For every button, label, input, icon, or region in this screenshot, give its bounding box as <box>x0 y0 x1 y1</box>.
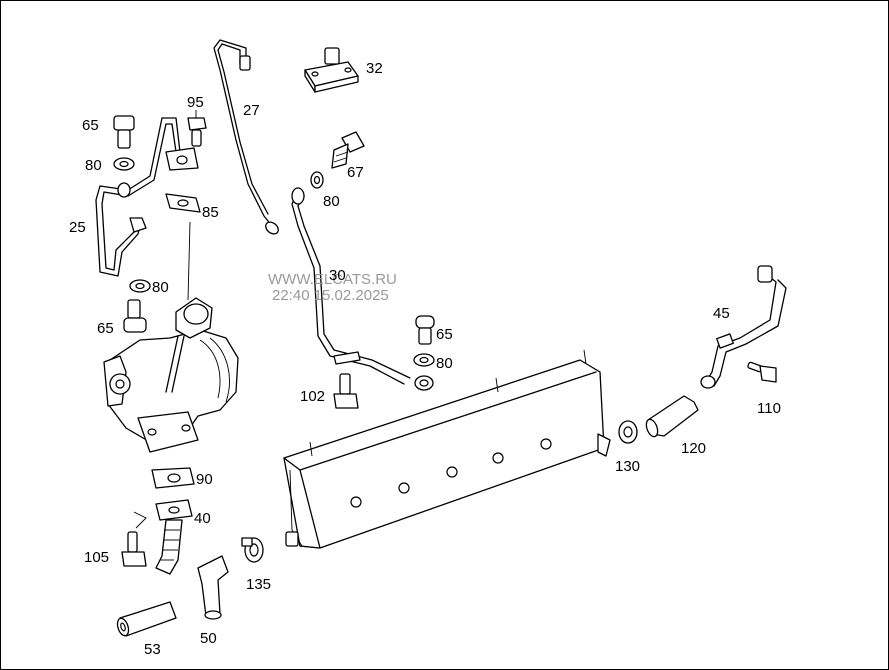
callout-102: 102 <box>300 388 325 405</box>
callout-130: 130 <box>615 458 640 475</box>
part-65-bolt-right <box>415 315 435 345</box>
part-120-hose <box>645 395 699 438</box>
part-50-elbow-hose <box>197 555 229 620</box>
heat-shield <box>283 349 611 549</box>
turbocharger <box>103 297 239 453</box>
callout-95: 95 <box>187 94 204 111</box>
callout-50: 50 <box>200 630 217 647</box>
part-80-washer-right <box>413 353 435 367</box>
callout-120: 120 <box>681 440 706 457</box>
part-130-hose-clamp <box>618 420 638 444</box>
callout-45: 45 <box>713 305 730 322</box>
watermark-datetime: 22:40 15.02.2025 <box>272 287 389 304</box>
part-67-banjo-bolt <box>331 131 365 169</box>
part-30-oil-return-pipe <box>291 187 434 391</box>
part-80-washer-upper <box>310 171 324 189</box>
callout-80-upper-mid: 80 <box>323 193 340 210</box>
part-105-bolt <box>121 531 147 567</box>
callout-65-lower-left: 65 <box>97 320 114 337</box>
callout-85: 85 <box>202 204 219 221</box>
callout-65-right: 65 <box>436 326 453 343</box>
part-40-drain-pipe <box>133 499 193 575</box>
callout-40: 40 <box>194 510 211 527</box>
part-65-bolt-upper-left <box>113 115 135 149</box>
callout-80-upper-left: 80 <box>85 157 102 174</box>
part-25-oil-line <box>95 117 199 277</box>
part-135-hose-clamp <box>241 537 264 563</box>
part-85-gasket <box>165 193 201 301</box>
callout-27: 27 <box>243 102 260 119</box>
part-102-bolt <box>333 373 359 409</box>
part-80-washer-upper-left <box>113 157 135 171</box>
callout-80-right: 80 <box>436 355 453 372</box>
callout-53: 53 <box>144 641 161 658</box>
callout-105: 105 <box>84 549 109 566</box>
part-32-flange-block <box>304 47 359 93</box>
part-65-bolt-lower-left <box>123 299 147 333</box>
part-45-coolant-pipe <box>700 265 787 389</box>
callout-110: 110 <box>757 400 781 417</box>
part-90-gasket <box>151 467 195 489</box>
callout-30: 30 <box>329 267 346 284</box>
callout-80-lower-left: 80 <box>152 279 169 296</box>
watermark-site: WWW.ELCATS.RU <box>268 271 397 288</box>
callout-90: 90 <box>196 471 213 488</box>
callout-65-upper-left: 65 <box>82 117 99 134</box>
part-53-tube <box>116 601 177 637</box>
part-95-bolt <box>187 117 207 147</box>
part-27-oil-pipe <box>213 39 279 235</box>
callout-135: 135 <box>246 576 271 593</box>
callout-25: 25 <box>69 219 86 236</box>
callout-32: 32 <box>366 60 383 77</box>
part-80-washer-lower-left <box>129 279 151 293</box>
callout-67: 67 <box>347 164 364 181</box>
part-110-bolt <box>747 361 777 383</box>
